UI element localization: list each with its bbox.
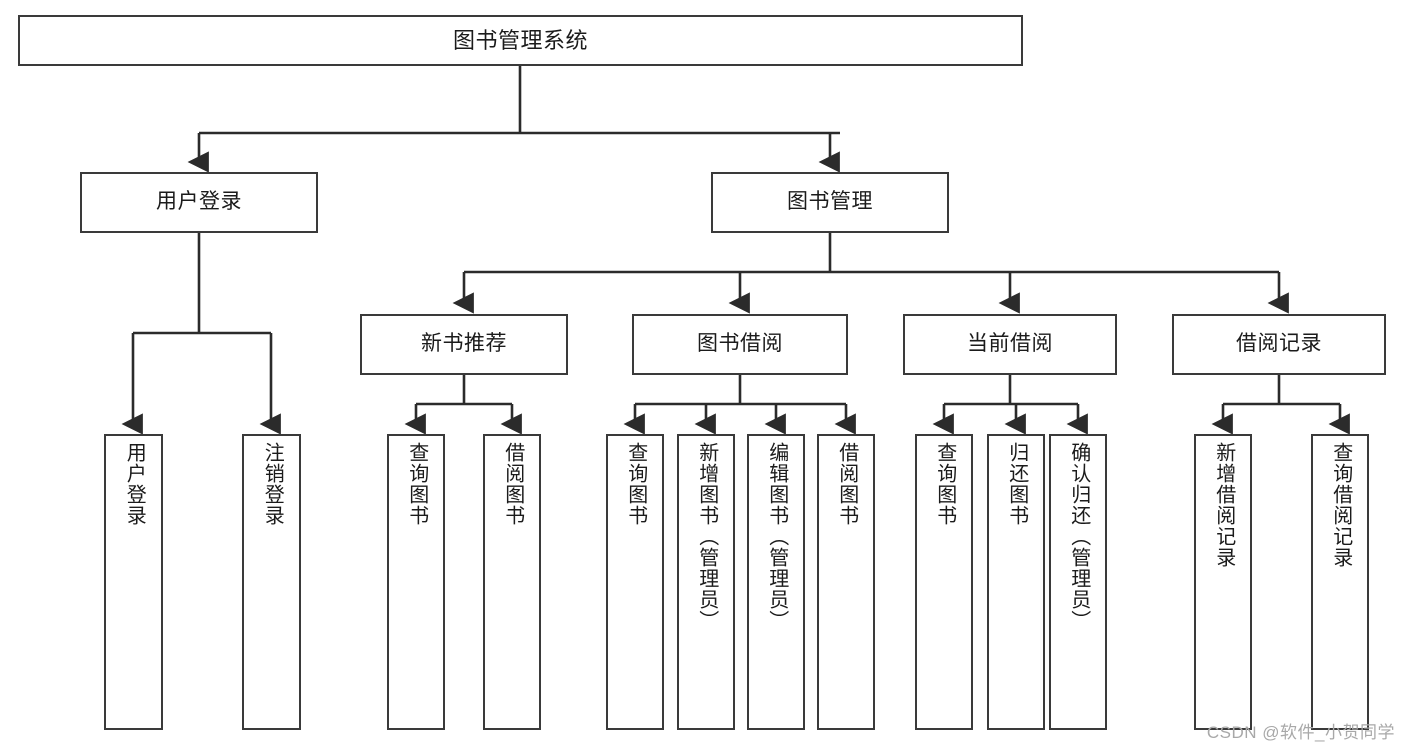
leaf-user-login[interactable]: 用户登录	[104, 434, 163, 730]
leaf-new-book-borrow[interactable]: 借阅图书	[483, 434, 541, 730]
leaf-new-book-query[interactable]: 查询图书	[387, 434, 445, 730]
node-label: 查询图书	[405, 442, 428, 526]
leaf-current-query-book[interactable]: 查询图书	[915, 434, 973, 730]
node-label: 用户登录	[156, 190, 242, 214]
node-new-book-recommend[interactable]: 新书推荐	[360, 314, 568, 375]
node-label: 注销登录	[261, 442, 284, 526]
node-label: 查询借阅记录	[1329, 442, 1352, 568]
leaf-logout-login[interactable]: 注销登录	[242, 434, 301, 730]
node-label: 查询图书	[624, 442, 647, 526]
node-label: 新增借阅记录	[1212, 442, 1235, 568]
leaf-borrow-query-book[interactable]: 查询图书	[606, 434, 664, 730]
node-current-borrow[interactable]: 当前借阅	[903, 314, 1117, 375]
node-label: 新书推荐	[421, 332, 507, 356]
node-label: 借阅图书	[501, 442, 524, 526]
leaf-current-return-book[interactable]: 归还图书	[987, 434, 1045, 730]
watermark-text: CSDN @软件_小贺同学	[1206, 723, 1395, 742]
node-label: 图书借阅	[697, 332, 783, 356]
node-label: 编辑图书（管理员）	[765, 442, 788, 631]
node-label: 归还图书	[1005, 442, 1028, 526]
leaf-borrow-borrow-book[interactable]: 借阅图书	[817, 434, 875, 730]
leaf-record-query[interactable]: 查询借阅记录	[1311, 434, 1369, 730]
leaf-current-confirm-return[interactable]: 确认归还（管理员）	[1049, 434, 1107, 730]
node-label: 图书管理系统	[452, 27, 588, 53]
node-label: 当前借阅	[967, 332, 1053, 356]
node-label: 借阅图书	[835, 442, 858, 526]
leaf-record-add[interactable]: 新增借阅记录	[1194, 434, 1252, 730]
node-label: 借阅记录	[1236, 332, 1322, 356]
node-label: 查询图书	[933, 442, 956, 526]
leaf-borrow-edit-book[interactable]: 编辑图书（管理员）	[747, 434, 805, 730]
node-label: 新增图书（管理员）	[695, 442, 718, 631]
node-label: 用户登录	[123, 442, 146, 526]
leaf-borrow-add-book[interactable]: 新增图书（管理员）	[677, 434, 735, 730]
node-book-borrow[interactable]: 图书借阅	[632, 314, 848, 375]
node-book-management[interactable]: 图书管理	[711, 172, 949, 233]
node-user-login[interactable]: 用户登录	[80, 172, 318, 233]
node-label: 确认归还（管理员）	[1067, 442, 1090, 631]
node-borrow-record[interactable]: 借阅记录	[1172, 314, 1386, 375]
node-root-system[interactable]: 图书管理系统	[18, 15, 1023, 66]
node-label: 图书管理	[787, 190, 873, 214]
